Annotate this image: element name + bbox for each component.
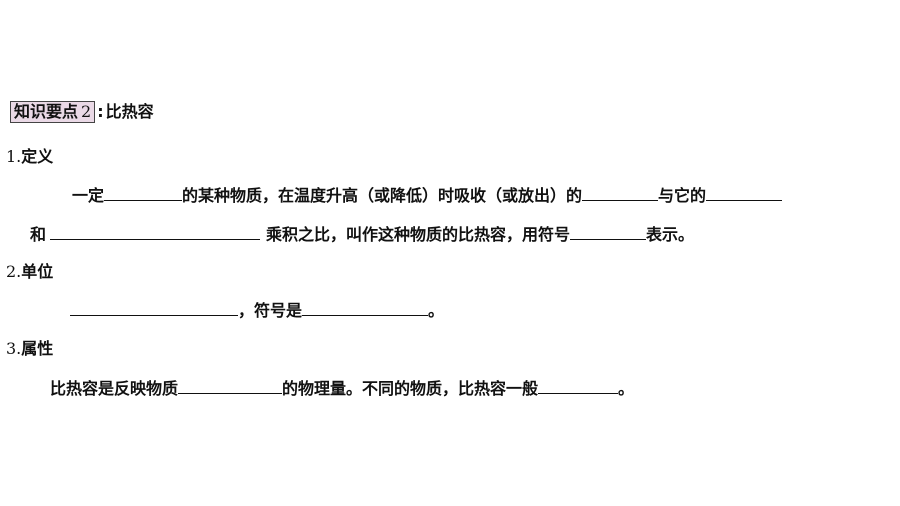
text-segment: 和 — [30, 225, 47, 244]
text-segment: 表示。 — [646, 225, 695, 244]
tag-label: 知识要点 — [14, 102, 79, 121]
text-segment: ，符号是 — [238, 301, 303, 320]
item-3-heading: 3.属性 — [6, 338, 53, 360]
item-3-title: 属性 — [21, 339, 54, 358]
item-1-title: 定义 — [21, 147, 54, 166]
text-segment: 乘积之比，叫作这种物质的比热容，用符号 — [266, 225, 571, 244]
text-segment: 的某种物质，在温度升高（或降低）时吸收（或放出）的 — [182, 186, 583, 205]
answer-blank-3[interactable] — [706, 184, 783, 201]
text-segment: 。 — [428, 301, 445, 320]
answer-blank-5[interactable] — [570, 223, 647, 240]
text-segment: 的物理量。不同的物质，比热容一般 — [282, 379, 539, 398]
item-1-number: 1. — [6, 147, 22, 166]
tag-number: 2 — [81, 102, 92, 121]
answer-blank-8[interactable] — [178, 377, 283, 394]
item-1-heading: 1.定义 — [6, 146, 53, 168]
text-segment: 与它的 — [658, 186, 707, 205]
answer-blank-4[interactable] — [50, 223, 261, 240]
item-2-title: 单位 — [21, 262, 54, 281]
answer-blank-9[interactable] — [538, 377, 619, 394]
answer-blank-1[interactable] — [104, 184, 183, 201]
answer-blank-2[interactable] — [582, 184, 659, 201]
answer-blank-7[interactable] — [302, 299, 429, 316]
item-2-number: 2. — [6, 262, 22, 281]
unit-line: ，符号是 。 — [70, 299, 444, 322]
item-3-number: 3. — [6, 339, 22, 358]
text-segment: 一定 — [72, 186, 105, 205]
definition-line-2: 和 乘积之比，叫作这种物质的比热容，用符号 表示。 — [30, 223, 694, 246]
answer-blank-6[interactable] — [70, 299, 238, 316]
text-segment: 比热容是反映物质 — [50, 379, 179, 398]
section-colon: : — [97, 102, 104, 121]
section-title: 比热容 — [105, 102, 154, 121]
item-2-heading: 2.单位 — [6, 261, 53, 283]
text-segment: 。 — [618, 379, 635, 398]
definition-line-1: 一定 的某种物质，在温度升高（或降低）时吸收（或放出）的 与它的 — [72, 184, 783, 207]
property-line: 比热容是反映物质 的物理量。不同的物质，比热容一般 。 — [50, 377, 634, 400]
